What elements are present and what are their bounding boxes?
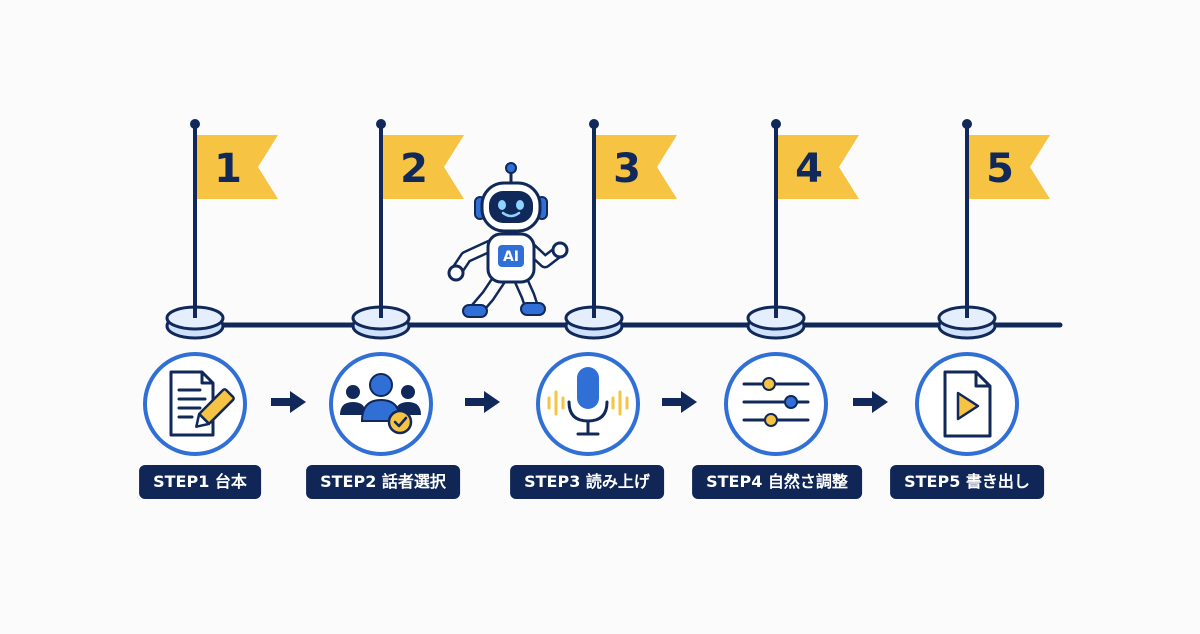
step-label-1: STEP1 台本 xyxy=(139,465,261,499)
step-label-4: STEP4 自然さ調整 xyxy=(692,465,862,499)
flag-2: 2 xyxy=(351,119,464,340)
flag-number-3: 3 xyxy=(613,146,641,192)
step-label-5: STEP5 書き出し xyxy=(890,465,1044,499)
step-circle-2 xyxy=(329,352,433,456)
step-circle-3 xyxy=(536,352,640,456)
flag-number-1: 1 xyxy=(214,146,242,192)
step-circle-1 xyxy=(143,352,247,456)
play-file-icon xyxy=(943,370,992,438)
step-label-2: STEP2 話者選択 xyxy=(306,465,460,499)
microphone-icon xyxy=(547,367,629,436)
flag-4: 4 xyxy=(746,119,859,340)
step-label-3: STEP3 読み上げ xyxy=(510,465,664,499)
flag-3: 3 xyxy=(564,119,677,340)
flag-1: 1 xyxy=(165,119,278,340)
step-circle-5 xyxy=(915,352,1019,456)
arrow-right-icon xyxy=(853,391,888,413)
robot-icon: AI xyxy=(447,162,569,318)
speakers-check-icon xyxy=(340,373,421,435)
arrow-right-icon xyxy=(465,391,500,413)
arrow-right-icon xyxy=(662,391,697,413)
flag-5: 5 xyxy=(937,119,1050,340)
arrow-right-icon xyxy=(271,391,306,413)
sliders-icon xyxy=(742,377,810,427)
flag-number-5: 5 xyxy=(986,146,1014,192)
flag-number-2: 2 xyxy=(400,146,428,192)
flag-number-4: 4 xyxy=(795,146,823,192)
document-pencil-icon xyxy=(169,370,235,437)
robot-badge: AI xyxy=(503,249,519,265)
step-circle-4 xyxy=(724,352,828,456)
